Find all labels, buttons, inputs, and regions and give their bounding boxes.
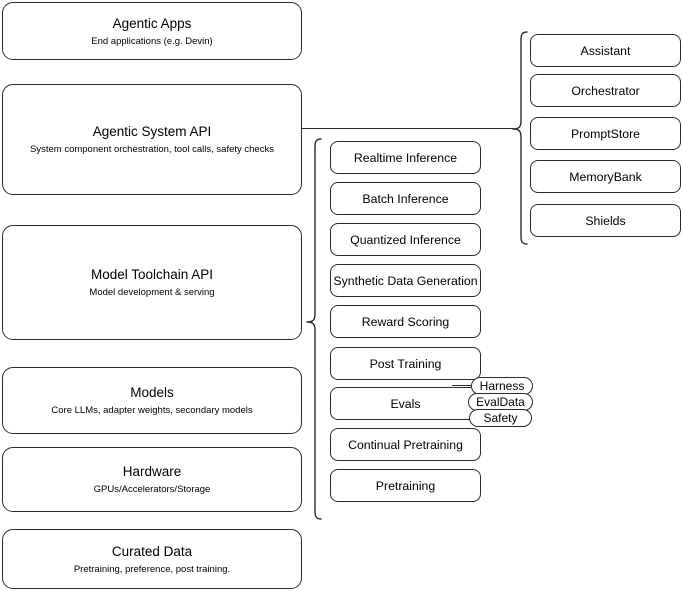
brace-agentic-system-components — [512, 31, 528, 245]
capability-label: Reward Scoring — [361, 314, 450, 329]
layer-box-agentic-apps[interactable]: Agentic Apps End applications (e.g. Devi… — [2, 2, 302, 60]
capability-label: Evals — [390, 396, 421, 411]
capability-label: Continual Pretraining — [348, 437, 463, 452]
component-label: Shields — [585, 213, 626, 228]
component-label: PromptStore — [570, 126, 641, 141]
component-label: Assistant — [580, 43, 631, 58]
capability-label: Pretraining — [375, 478, 436, 493]
capability-label: Batch Inference — [362, 191, 449, 206]
capability-label: Post Training — [369, 356, 442, 371]
capability-box-evals[interactable]: Evals — [330, 387, 481, 420]
layer-subtitle: Core LLMs, adapter weights, secondary mo… — [51, 405, 253, 416]
component-label: MemoryBank — [569, 169, 642, 184]
brace-model-toolchain-capabilities — [306, 138, 322, 520]
layer-subtitle: Model development & serving — [89, 287, 215, 298]
layer-subtitle: GPUs/Accelerators/Storage — [93, 484, 211, 495]
evals-badge-evaldata[interactable]: EvalData — [468, 393, 533, 411]
layer-subtitle: Pretraining, preference, post training. — [73, 563, 231, 575]
component-box-promptstore[interactable]: PromptStore — [530, 117, 681, 150]
layer-box-model-toolchain-api[interactable]: Model Toolchain API Model development & … — [2, 225, 302, 340]
layer-subtitle: End applications (e.g. Devin) — [91, 35, 213, 47]
capability-label: Realtime Inference — [353, 150, 458, 165]
layer-title: Curated Data — [111, 543, 193, 559]
layer-box-agentic-system-api[interactable]: Agentic System API System component orch… — [2, 84, 302, 195]
component-box-assistant[interactable]: Assistant — [530, 34, 681, 67]
capability-box-continual-pretraining[interactable]: Continual Pretraining — [330, 428, 481, 461]
layer-title: Hardware — [122, 464, 182, 479]
evals-badge-label: Safety — [483, 411, 518, 425]
component-box-orchestrator[interactable]: Orchestrator — [530, 74, 681, 107]
evals-badge-safety[interactable]: Safety — [469, 409, 532, 427]
component-box-memorybank[interactable]: MemoryBank — [530, 160, 681, 193]
component-label: Orchestrator — [571, 83, 640, 98]
connector-line-system-api-to-components — [302, 128, 514, 130]
layer-box-hardware[interactable]: Hardware GPUs/Accelerators/Storage — [2, 447, 302, 512]
layer-title: Models — [130, 385, 174, 400]
layer-box-curated-data[interactable]: Curated Data Pretraining, preference, po… — [2, 529, 302, 589]
component-box-shields[interactable]: Shields — [530, 204, 681, 237]
layer-box-models[interactable]: Models Core LLMs, adapter weights, secon… — [2, 367, 302, 434]
evals-badge-harness[interactable]: Harness — [471, 377, 533, 395]
layer-title: Agentic Apps — [112, 15, 192, 31]
capability-box-batch-inference[interactable]: Batch Inference — [330, 182, 481, 215]
capability-box-reward-scoring[interactable]: Reward Scoring — [330, 305, 481, 338]
layer-subtitle: System component orchestration, tool cal… — [30, 144, 274, 155]
layer-title: Agentic System API — [92, 124, 212, 139]
connector-evals-to-harness — [452, 385, 476, 387]
capability-box-realtime-inference[interactable]: Realtime Inference — [330, 141, 481, 174]
layer-title: Model Toolchain API — [90, 267, 214, 282]
capability-box-post-training[interactable]: Post Training — [330, 347, 481, 380]
capability-box-pretraining[interactable]: Pretraining — [330, 469, 481, 502]
evals-badge-label: EvalData — [476, 395, 525, 409]
capability-box-synthetic-data-generation[interactable]: Synthetic Data Generation — [330, 264, 481, 297]
evals-badge-label: Harness — [479, 379, 525, 393]
capability-label: Synthetic Data Generation — [333, 273, 478, 288]
capability-label: Quantized Inference — [350, 232, 461, 247]
capability-box-quantized-inference[interactable]: Quantized Inference — [330, 223, 481, 256]
